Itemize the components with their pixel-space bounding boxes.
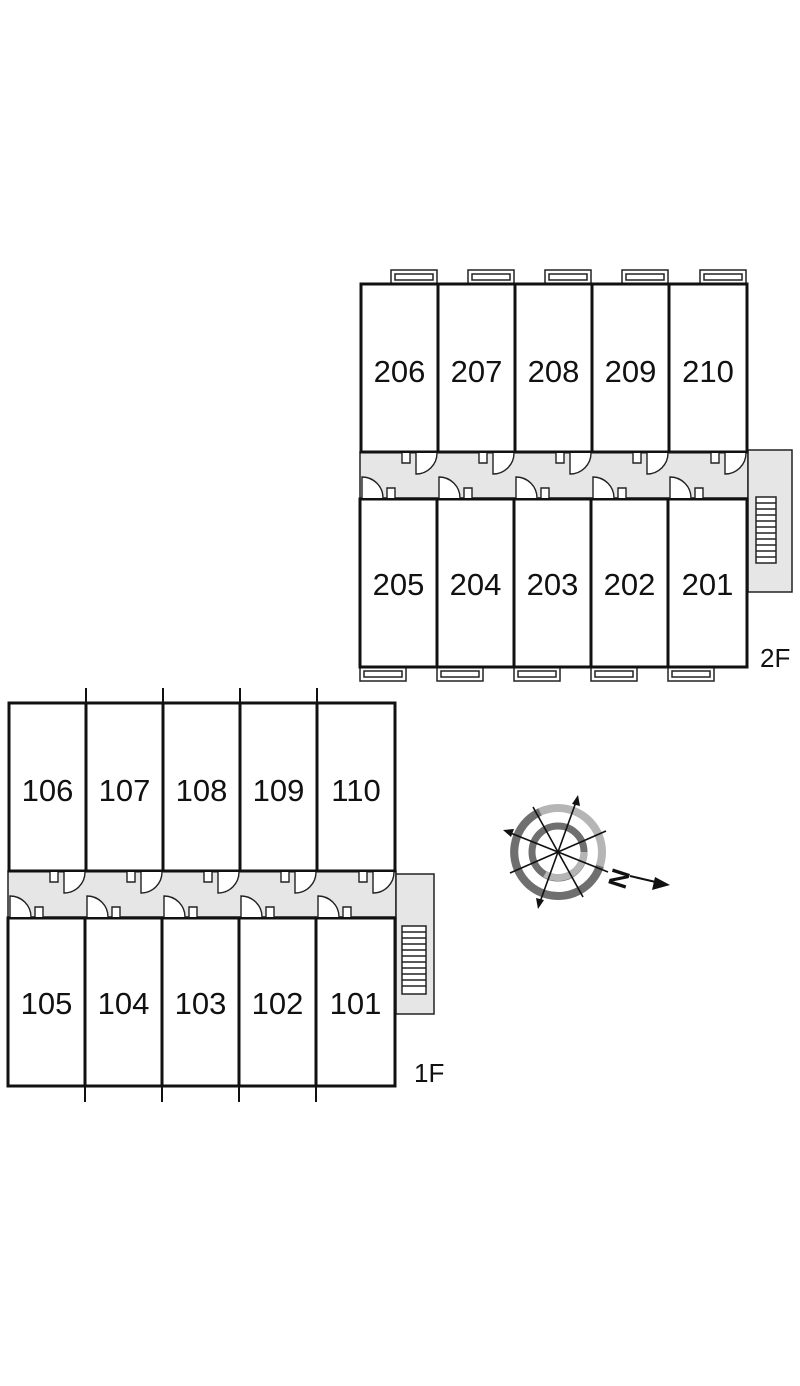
unit-209: [590, 282, 671, 454]
north-arrow-head: [652, 877, 670, 890]
compass-arrowhead-nw: [503, 829, 514, 837]
units-2f-north: [359, 282, 749, 454]
doors-1f-north: [49, 871, 395, 894]
unit-label: 104: [98, 986, 150, 1021]
unit-label: 204: [450, 567, 502, 602]
balconies-2f-north: [390, 269, 747, 285]
unit-110: [315, 701, 397, 873]
unit-201: [666, 497, 749, 669]
units-1f-north: [7, 701, 397, 873]
unit-label: 201: [682, 567, 734, 602]
unit-label: 206: [374, 354, 426, 389]
unit-207: [436, 282, 517, 454]
floor-label-1f: 1F: [414, 1058, 444, 1088]
units-2f-south: [358, 497, 749, 669]
unit-205: [358, 497, 439, 669]
compass-ring-dark-arc: [510, 808, 604, 901]
compass-spokes: [507, 801, 609, 903]
unit-210: [667, 282, 749, 454]
doors-2f-north: [401, 452, 747, 475]
unit-label: 101: [330, 986, 382, 1021]
compass-arrowhead-s: [536, 898, 544, 909]
staircase-1f: [401, 925, 427, 995]
unit-103: [160, 916, 241, 1088]
balconies-2f-south: [359, 666, 715, 682]
unit-label: 107: [99, 773, 151, 808]
unit-106: [7, 701, 88, 873]
unit-202: [589, 497, 670, 669]
units-1f-south: [6, 916, 397, 1088]
unit-label: 102: [252, 986, 304, 1021]
unit-label: 203: [527, 567, 579, 602]
unit-label: 208: [528, 354, 580, 389]
unit-208: [513, 282, 594, 454]
floor-label-2f: 2F: [760, 643, 790, 673]
unit-label: 108: [176, 773, 228, 808]
unit-204: [435, 497, 516, 669]
boundary-ticks-1f: [84, 688, 318, 1102]
unit-label: 103: [175, 986, 227, 1021]
unit-label: 205: [373, 567, 425, 602]
unit-102: [237, 916, 318, 1088]
unit-label: 202: [604, 567, 656, 602]
compass-north-label: N: [602, 865, 636, 892]
compass-arrowhead-n: [572, 795, 580, 806]
unit-label: 109: [253, 773, 305, 808]
unit-label: 210: [682, 354, 734, 389]
floor-1f: 106 107 108 109 110 105 104 103 102 101 …: [6, 688, 444, 1102]
unit-label: 207: [451, 354, 503, 389]
doors-1f-south: [9, 895, 352, 918]
doors-2f-south: [361, 476, 704, 499]
unit-101: [314, 916, 397, 1088]
unit-203: [512, 497, 593, 669]
floor-2f: 206 207 208 209 210 205 204 203 202 201 …: [358, 269, 793, 682]
unit-109: [238, 701, 319, 873]
unit-label: 209: [605, 354, 657, 389]
unit-label: 106: [22, 773, 74, 808]
unit-label: 105: [21, 986, 73, 1021]
compass-rose-icon: N: [503, 795, 670, 909]
unit-label: 110: [331, 773, 380, 808]
staircase-2f: [755, 496, 777, 564]
